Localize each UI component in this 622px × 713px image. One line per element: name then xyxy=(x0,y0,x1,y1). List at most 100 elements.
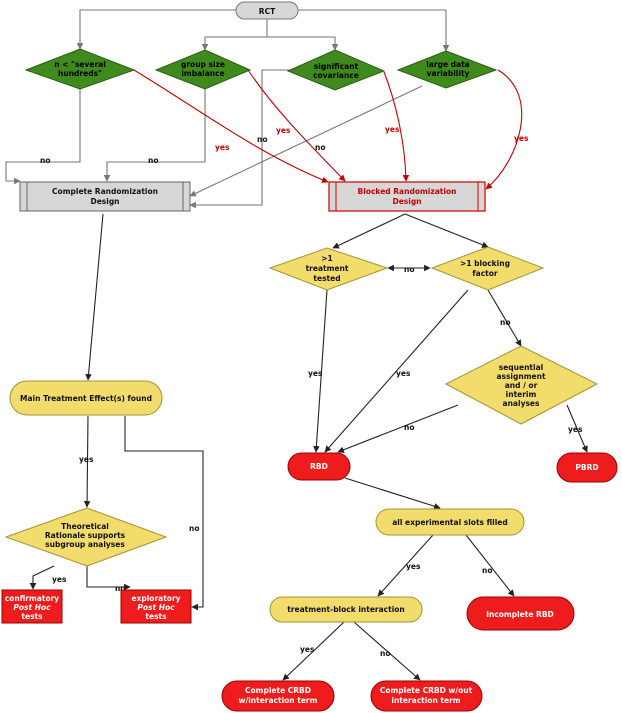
edge-n-small-no xyxy=(5,87,81,185)
node-gt1-block: >1 blocking factor xyxy=(430,246,545,291)
explore-line-1: exploratory xyxy=(131,594,180,603)
main-effect-label: Main Treatment Effect(s) found xyxy=(20,394,152,403)
sig-covariance-line-2: covariance xyxy=(313,71,359,80)
crd-line-1: Complete Randomization xyxy=(52,187,158,196)
label-yes-2: yes xyxy=(276,126,291,135)
sequential-line-1: sequential xyxy=(499,363,543,372)
edge-theory-no xyxy=(86,566,131,591)
edge-gt1-block-yes xyxy=(324,289,469,453)
node-main-effect: Main Treatment Effect(s) found xyxy=(9,380,163,416)
sequential-line-3: and / or xyxy=(505,381,538,390)
edge-brd-to-gt1-block xyxy=(404,213,489,248)
label-yes-8: yes xyxy=(406,562,421,571)
gt1-block-line-1: >1 blocking xyxy=(460,259,510,268)
edge-large-var-yes xyxy=(485,69,523,190)
edge-n-small-yes xyxy=(133,69,329,183)
edge-tb-yes xyxy=(282,621,345,681)
edge-crd-to-main-effect xyxy=(85,213,104,381)
label-yes-11: yes xyxy=(52,575,67,584)
node-rbd: RBD xyxy=(287,452,351,481)
n-small-line-2: hundreds" xyxy=(58,69,102,78)
label-no-1: no xyxy=(40,156,51,165)
large-var-line-1: large data xyxy=(426,60,469,69)
edge-labels: no no no no yes yes yes yes no yes yes n… xyxy=(40,125,583,658)
node-pbrd: PBRD xyxy=(556,452,618,483)
edge-rct-to-n-small xyxy=(76,9,236,50)
gt1-block-line-2: factor xyxy=(472,269,498,278)
gt1-treat-line-1: >1 xyxy=(321,254,333,263)
brd-line-1: Blocked Randomization xyxy=(358,187,457,196)
label-yes-5: yes xyxy=(308,369,323,378)
edge-rct-to-large-var xyxy=(298,9,450,52)
edge-rbd-to-all-slots xyxy=(344,477,441,510)
n-small-line-1: n < "several xyxy=(54,60,106,69)
edge-tb-no xyxy=(353,621,421,681)
label-no-4: no xyxy=(315,143,326,152)
label-yes-7: yes xyxy=(568,425,583,434)
gt1-treat-line-3: tested xyxy=(313,274,340,283)
sequential-line-5: analyses xyxy=(503,399,540,408)
edge-gt1-treat-yes xyxy=(313,289,328,453)
label-no-3: no xyxy=(257,135,268,144)
edge-sig-covariance-yes xyxy=(383,71,410,182)
label-yes-6: yes xyxy=(396,369,411,378)
node-group-imbalance: group size imbalance xyxy=(154,49,252,90)
group-imbalance-line-1: group size xyxy=(181,60,225,69)
label-no-8: no xyxy=(482,566,493,575)
edge-rct-to-sig-covariance xyxy=(267,36,339,51)
node-rct: RCT xyxy=(235,1,299,20)
edge-all-slots-no xyxy=(465,534,515,597)
edge-group-imbalance-no xyxy=(103,89,206,182)
label-no-10: no xyxy=(189,524,200,533)
label-no-9: no xyxy=(380,649,391,658)
crbd-without-line-1: Complete CRBD w/out xyxy=(380,686,473,695)
edge-sequential-no xyxy=(337,404,459,453)
label-yes-1: yes xyxy=(215,143,230,152)
rbd-label: RBD xyxy=(310,462,328,471)
edges xyxy=(5,9,588,681)
label-no-7: no xyxy=(404,423,415,432)
node-incomplete-rbd: Incomplete RBD xyxy=(466,596,575,631)
label-yes-10: yes xyxy=(79,455,94,464)
sequential-line-4: interim xyxy=(506,390,537,399)
node-crbd-without: Complete CRBD w/out interaction term xyxy=(370,680,483,712)
node-theory: Theoretical Rationale supports subgroup … xyxy=(4,507,168,567)
crbd-with-line-1: Complete CRBD xyxy=(245,686,311,695)
crd-line-2: Design xyxy=(90,197,119,206)
label-no-11: no xyxy=(115,584,126,593)
edge-sig-covariance-no xyxy=(189,69,290,209)
edge-gt1-block-no xyxy=(487,289,522,347)
label-no-5: no xyxy=(404,265,415,274)
edge-group-imbalance-yes xyxy=(247,69,346,182)
edge-main-effect-no xyxy=(124,416,204,611)
gt1-treat-line-2: treatment xyxy=(306,264,349,273)
sig-covariance-line-1: significant xyxy=(314,62,359,71)
node-tb-interaction: treatment-block interaction xyxy=(269,596,423,623)
explore-line-3: tests xyxy=(145,612,167,621)
large-var-line-2: variability xyxy=(427,69,470,78)
edge-rct-to-group-imbalance xyxy=(201,19,268,51)
theory-line-1: Theoretical xyxy=(61,522,109,531)
theory-line-2: Rationale supports xyxy=(45,531,126,540)
incomplete-rbd-label: Incomplete RBD xyxy=(486,610,554,619)
node-gt1-treat: >1 treatment tested xyxy=(268,247,389,291)
confirm-line-1: confirmatory xyxy=(5,594,60,603)
node-confirm: confirmatory Post Hoc tests xyxy=(1,589,63,624)
brd-line-2: Design xyxy=(392,197,421,206)
edge-brd-to-gt1-treat xyxy=(332,213,406,249)
node-crd: Complete Randomization Design xyxy=(19,181,191,212)
node-sequential: sequential assignment and / or interim a… xyxy=(444,345,599,425)
node-sig-covariance: significant covariance xyxy=(286,49,386,91)
sequential-line-2: assignment xyxy=(496,372,546,381)
edge-all-slots-yes xyxy=(377,534,434,597)
confirm-line-3: tests xyxy=(21,612,43,621)
explore-line-2: Post Hoc xyxy=(137,603,175,612)
node-large-var: large data variability xyxy=(396,50,498,89)
label-no-2: no xyxy=(148,156,159,165)
crbd-with-line-2: w/interaction term xyxy=(239,696,318,705)
all-slots-label: all experimental slots filled xyxy=(392,518,508,527)
label-yes-9: yes xyxy=(300,645,315,654)
group-imbalance-line-2: imbalance xyxy=(181,69,224,78)
node-n-small: n < "several hundreds" xyxy=(24,48,136,90)
